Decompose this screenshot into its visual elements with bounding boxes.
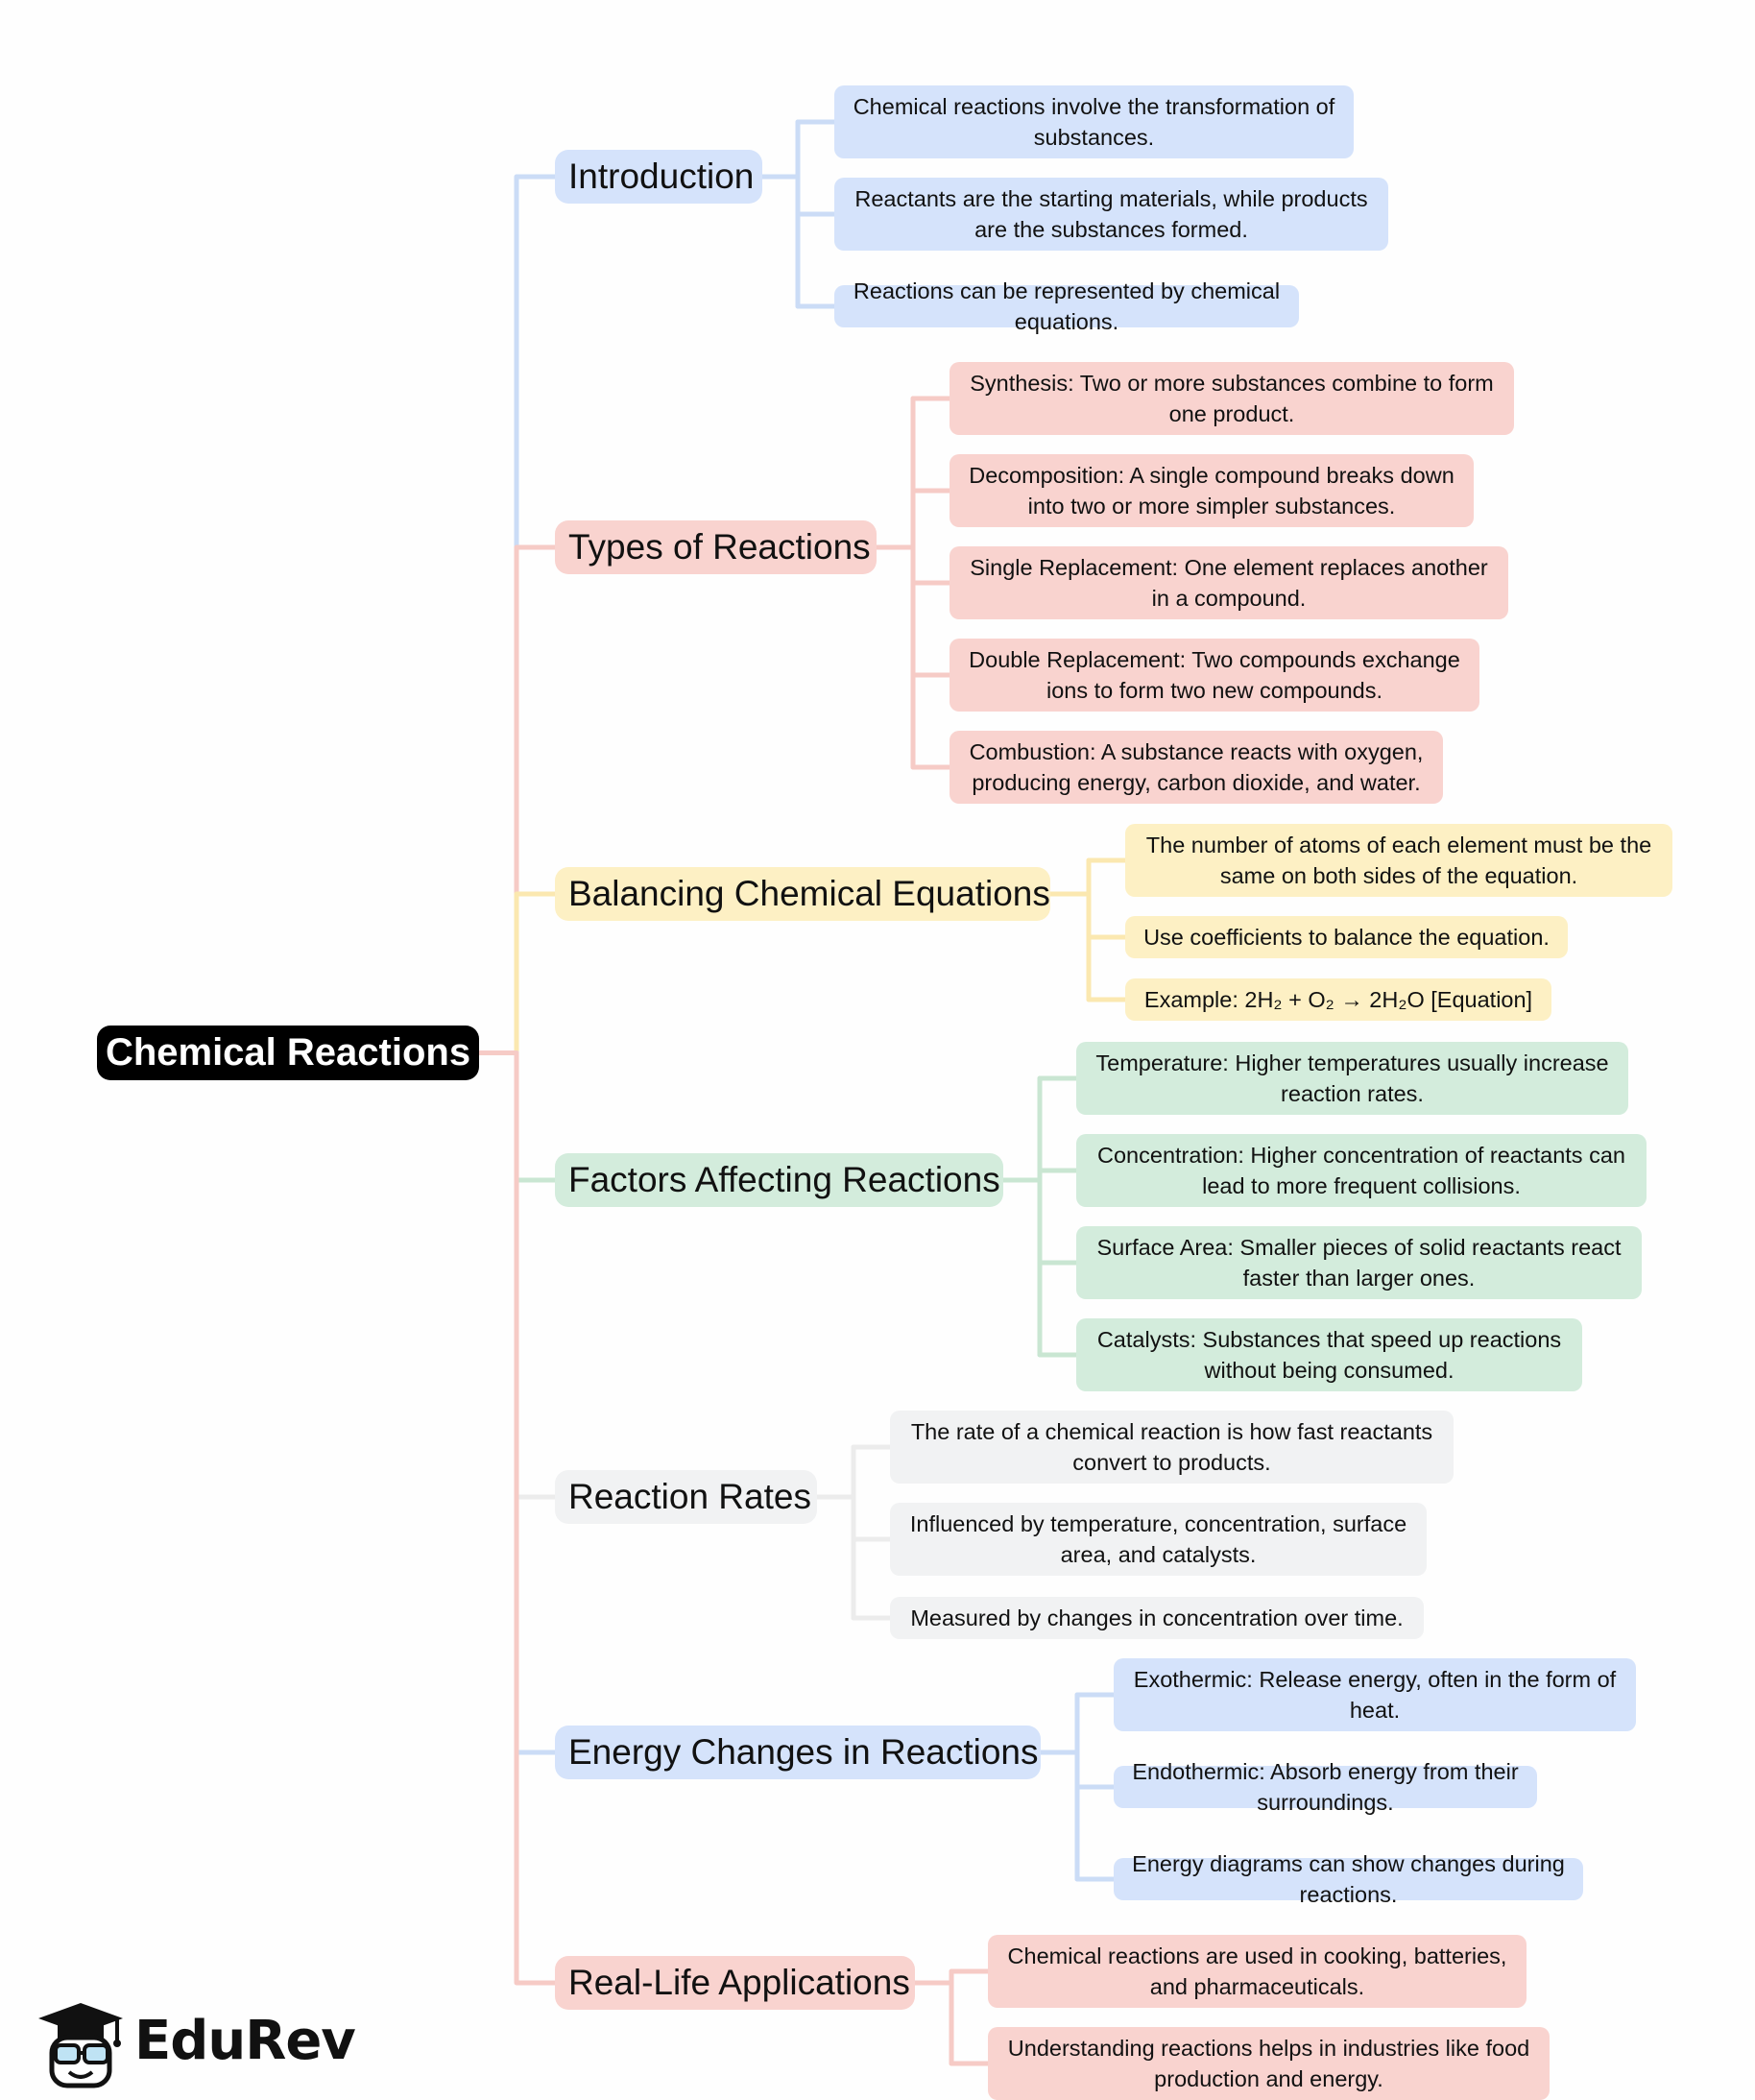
- logo-text: EduRev: [134, 2010, 356, 2072]
- leaf-node[interactable]: Reactions can be represented by chemical…: [834, 278, 1299, 334]
- leaf-node[interactable]: The rate of a chemical reaction is how f…: [890, 1411, 1454, 1484]
- branch-node[interactable]: Types of Reactions: [555, 520, 877, 574]
- leaf-node[interactable]: Reactants are the starting materials, wh…: [834, 178, 1388, 251]
- leaf-node[interactable]: The number of atoms of each element must…: [1125, 824, 1672, 897]
- leaf-node[interactable]: Decomposition: A single compound breaks …: [950, 454, 1474, 527]
- trunk-connector: [476, 1050, 558, 1986]
- leaf-node[interactable]: Synthesis: Two or more substances combin…: [950, 362, 1514, 435]
- leaf-node[interactable]: Catalysts: Substances that speed up reac…: [1076, 1318, 1582, 1391]
- root-node[interactable]: Chemical Reactions: [97, 1026, 479, 1080]
- leaf-node[interactable]: Energy diagrams can show changes during …: [1114, 1851, 1583, 1907]
- leaf-node[interactable]: Combustion: A substance reacts with oxyg…: [950, 731, 1443, 804]
- leaf-node[interactable]: Double Replacement: Two compounds exchan…: [950, 639, 1479, 712]
- branch-node[interactable]: Energy Changes in Reactions: [555, 1726, 1041, 1779]
- trunk-connector: [476, 891, 558, 1055]
- leaf-node[interactable]: Endothermic: Absorb energy from their su…: [1114, 1759, 1537, 1815]
- leaf-node[interactable]: Exothermic: Release energy, often in the…: [1114, 1658, 1636, 1731]
- leaf-node[interactable]: Chemical reactions are used in cooking, …: [988, 1935, 1527, 2008]
- leaf-node[interactable]: Use coefficients to balance the equation…: [1125, 916, 1568, 958]
- branch-node[interactable]: Reaction Rates: [555, 1470, 817, 1524]
- leaf-node[interactable]: Influenced by temperature, concentration…: [890, 1503, 1427, 1576]
- leaf-node[interactable]: Chemical reactions involve the transform…: [834, 85, 1354, 158]
- branch-node[interactable]: Introduction: [555, 150, 762, 204]
- leaf-node[interactable]: Temperature: Higher temperatures usually…: [1076, 1042, 1628, 1115]
- branch-node[interactable]: Factors Affecting Reactions: [555, 1153, 1003, 1207]
- leaf-node[interactable]: Measured by changes in concentration ove…: [890, 1597, 1424, 1639]
- branch-node[interactable]: Balancing Chemical Equations: [555, 867, 1050, 921]
- leaf-node[interactable]: Surface Area: Smaller pieces of solid re…: [1076, 1226, 1642, 1299]
- leaf-node[interactable]: Example: 2H₂ + O₂ → 2H₂O [Equation]: [1125, 978, 1551, 1021]
- leaf-node[interactable]: Understanding reactions helps in industr…: [988, 2027, 1550, 2100]
- leaf-node[interactable]: Concentration: Higher concentration of r…: [1076, 1134, 1647, 1207]
- graduate-cap-mascot-icon: [38, 2003, 123, 2088]
- leaf-node[interactable]: Single Replacement: One element replaces…: [950, 546, 1508, 619]
- branch-node[interactable]: Real-Life Applications: [555, 1956, 915, 2010]
